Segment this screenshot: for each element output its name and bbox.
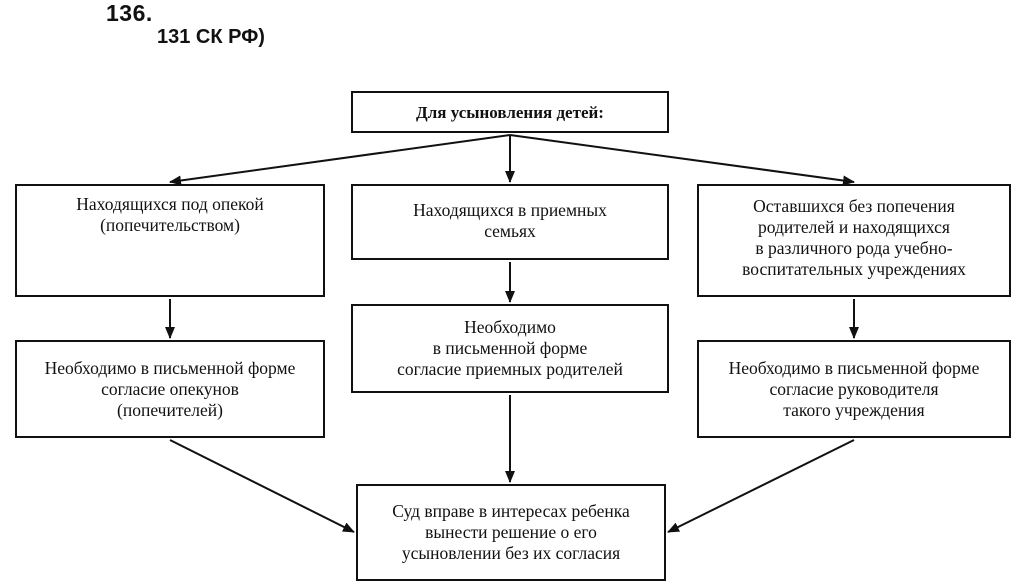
box-line: такого учреждения: [783, 399, 925, 420]
box-line: Необходимо в письменной форме: [728, 357, 980, 378]
box-line: вынести решение о его: [425, 522, 597, 542]
consent-guardians-box: Необходимо в письменной форме согласие о…: [15, 340, 325, 438]
root-label: Для усыновления детей:: [416, 102, 604, 122]
court-decision-box: Суд вправе в интересах ребенка вынести р…: [356, 484, 666, 581]
category-institutions-box: Оставшихся без попечения родителей и нах…: [697, 184, 1011, 297]
box-line: Необходимо: [464, 317, 556, 337]
arrow-institution-consent-to-court: [667, 439, 855, 533]
box-line: согласие опекунов: [101, 378, 239, 399]
item-number: 136.: [106, 0, 153, 26]
consent-institution-head-box: Необходимо в письменной форме согласие р…: [697, 340, 1011, 438]
box-line: согласие руководителя: [769, 378, 939, 399]
box-line: Находящихся в приемных: [413, 200, 607, 220]
box-line: в различного рода учебно-: [755, 238, 953, 258]
category-foster-families-box: Находящихся в приемных семьях: [351, 184, 669, 260]
box-line: (попечителей): [117, 399, 223, 420]
box-line: (попечительством): [100, 215, 240, 235]
box-line: семьях: [484, 221, 536, 241]
box-line: родителей и находящихся: [758, 217, 950, 237]
arrow-root-to-guardianship: [169, 134, 511, 186]
arrow-guardians-consent-to-court: [169, 439, 355, 533]
box-line: Суд вправе в интересах ребенка: [392, 501, 630, 521]
box-line: Оставшихся без попечения: [753, 196, 955, 216]
box-line: воспитательных учреждениях: [742, 259, 966, 279]
box-line: Находящихся под опекой: [76, 194, 264, 214]
box-line: усыновлении без их согласия: [401, 543, 621, 563]
box-line: согласие приемных родителей: [397, 359, 623, 379]
root-box: Для усыновления детей:: [351, 91, 669, 133]
category-guardianship-box: Находящихся под опекой (попечительством): [15, 184, 325, 297]
consent-foster-parents-box: Необходимо в письменной форме согласие п…: [351, 304, 669, 393]
legal-reference: 131 СК РФ): [157, 26, 265, 48]
box-line: в письменной форме: [432, 338, 588, 358]
arrow-root-to-institutions: [509, 134, 855, 186]
box-line: Необходимо в письменной форме: [44, 357, 296, 378]
